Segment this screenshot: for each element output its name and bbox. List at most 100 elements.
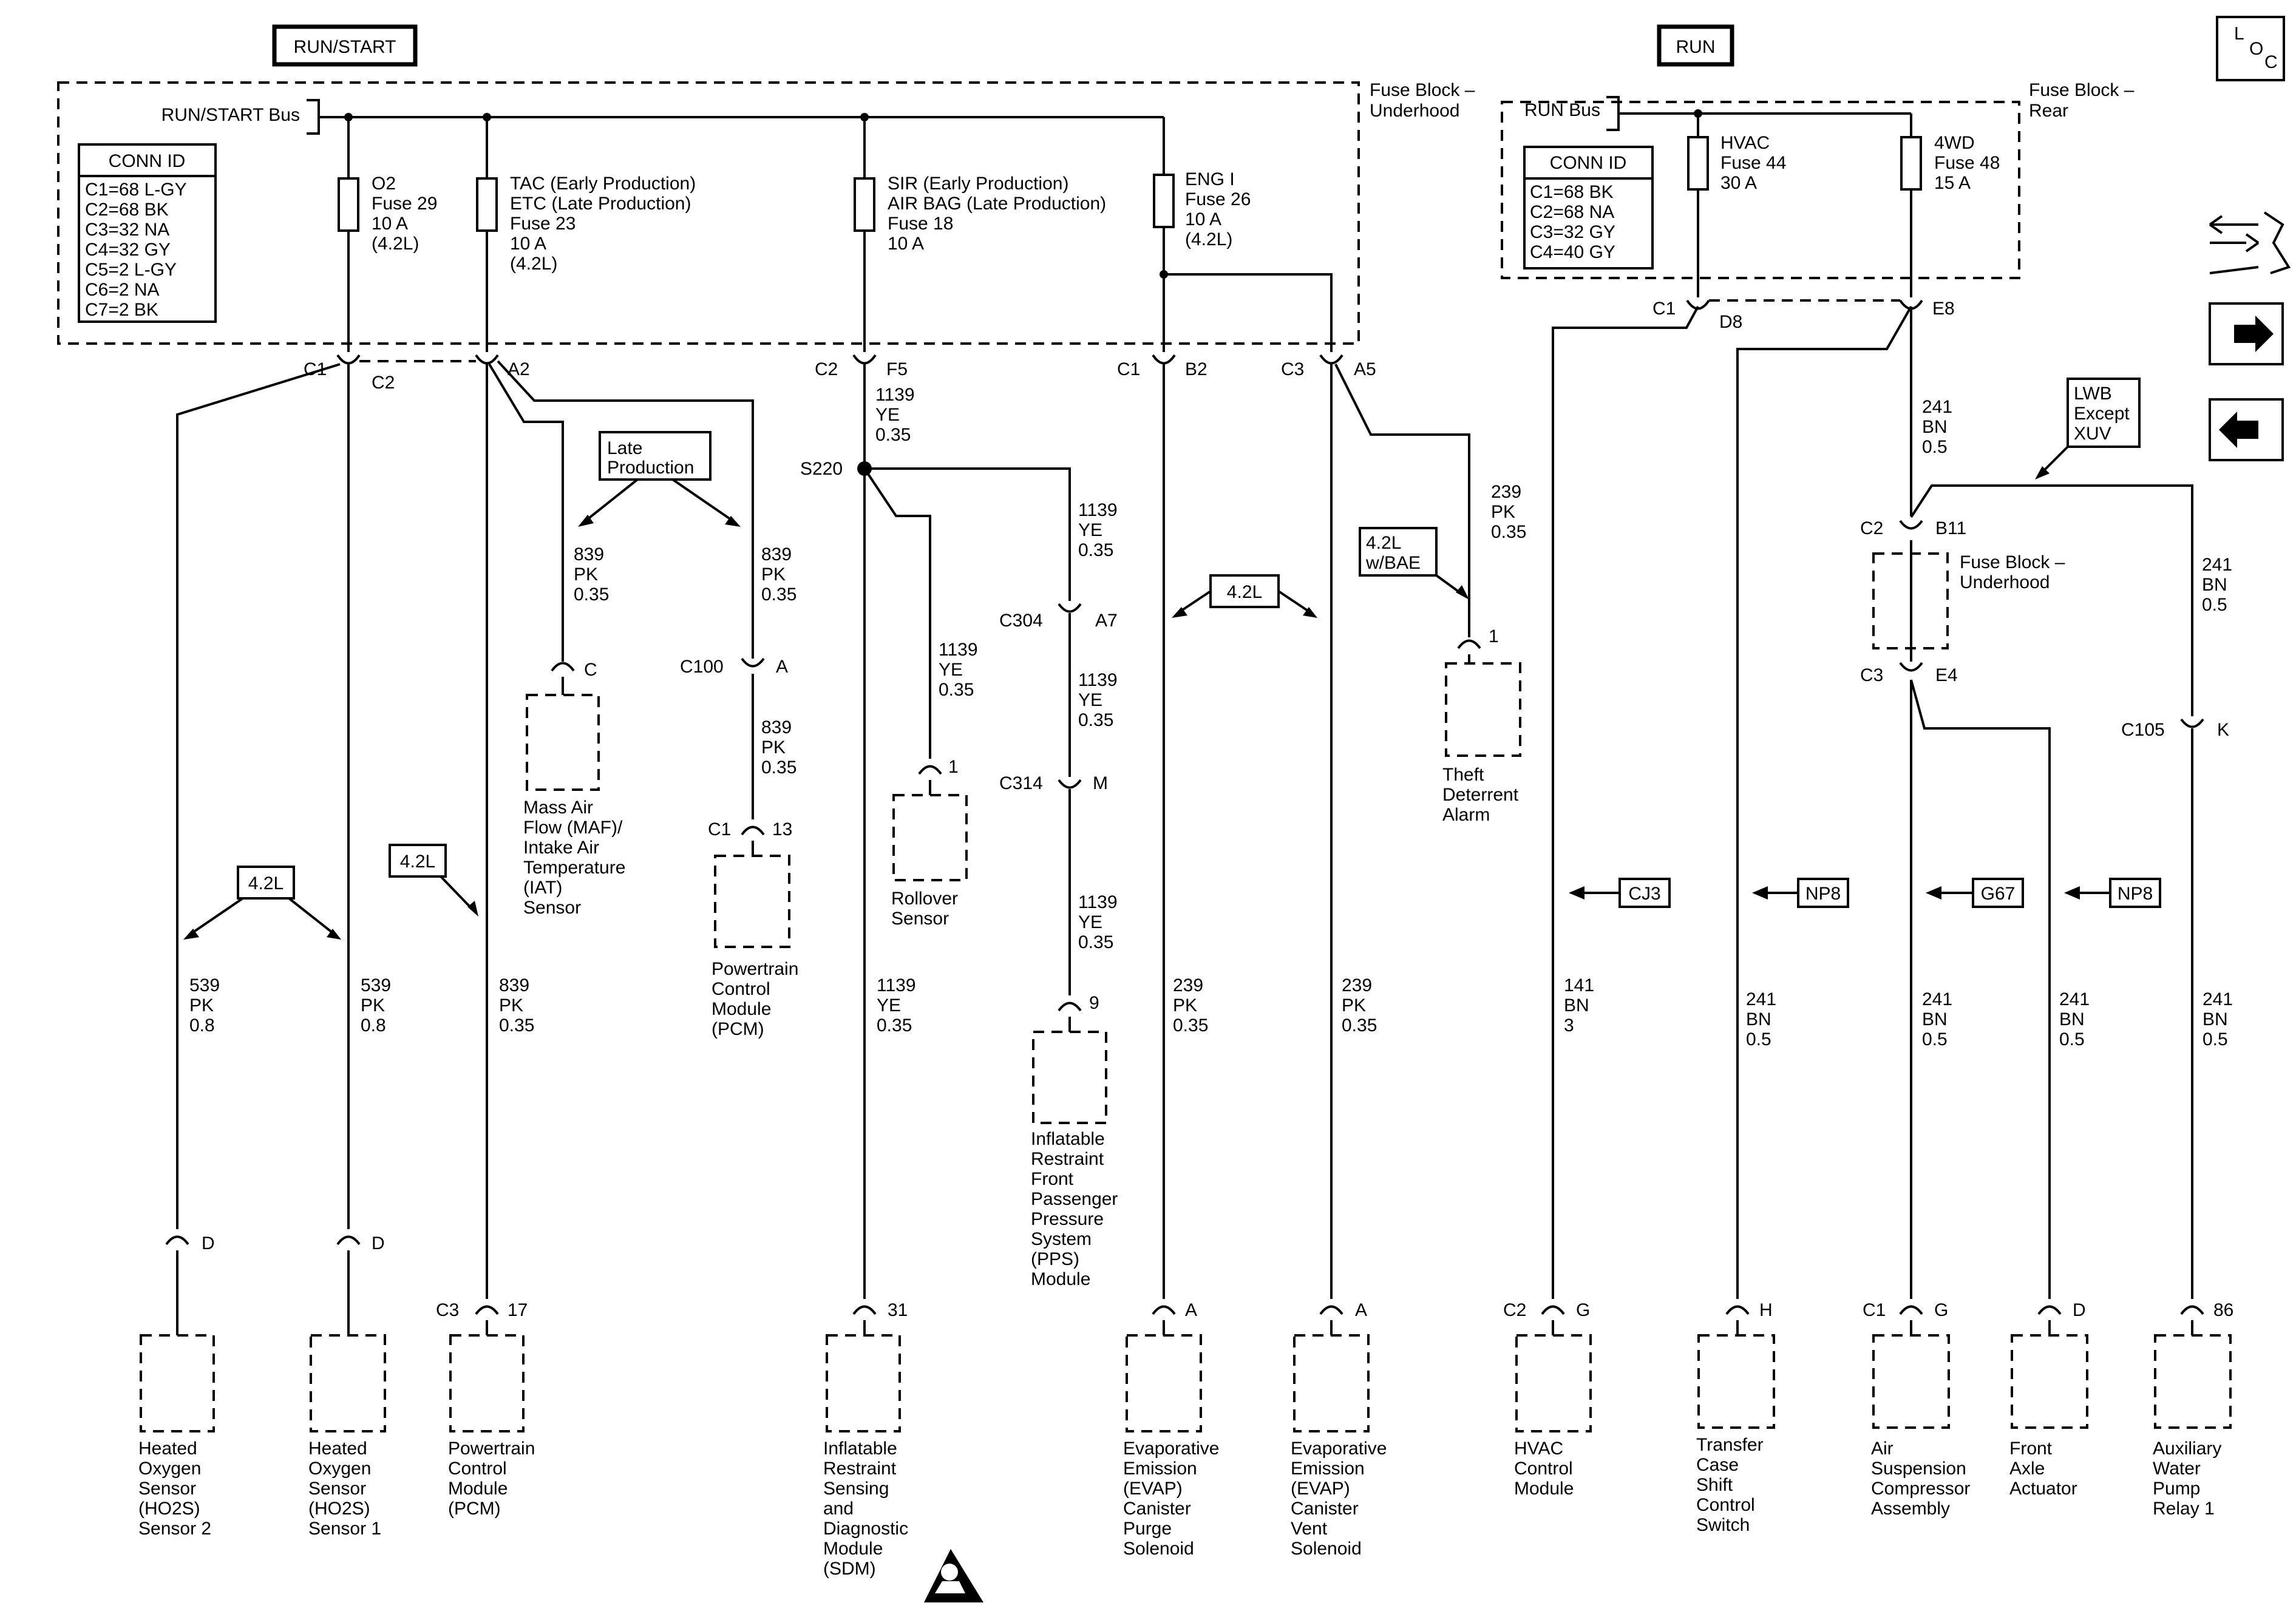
aux-water-pump-relay: 86 Auxiliary Water Pump Relay 1 (2153, 1300, 2233, 1519)
svg-text:0.5: 0.5 (2202, 595, 2227, 615)
svg-text:YE: YE (875, 405, 900, 425)
svg-text:C5=2 L-GY: C5=2 L-GY (85, 260, 177, 280)
svg-text:1: 1 (948, 757, 959, 777)
svg-text:Evaporative: Evaporative (1291, 1439, 1387, 1459)
fuse-hvac: HVAC Fuse 44 30 A (1687, 114, 1786, 297)
run-header: RUN (1657, 24, 1734, 67)
svg-text:Fuse 48: Fuse 48 (1934, 153, 2000, 173)
svg-text:0.35: 0.35 (1491, 522, 1526, 542)
svg-text:(PPS): (PPS) (1031, 1249, 1079, 1269)
fuse-o2: O2 Fuse 29 10 A (4.2L) (338, 117, 437, 352)
svg-text:Actuator: Actuator (2009, 1479, 2077, 1499)
wire-label-241-e: 241 BN 0.5 (2059, 989, 2090, 1049)
svg-text:0.35: 0.35 (1078, 710, 1113, 730)
svg-text:1: 1 (1489, 626, 1499, 646)
next-page-icon[interactable] (2209, 302, 2284, 365)
svg-text:17: 17 (508, 1300, 528, 1320)
fuse-4wd: 4WD Fuse 48 15 A (1900, 114, 2000, 297)
svg-text:839: 839 (574, 544, 604, 564)
svg-text:539: 539 (361, 975, 391, 995)
svg-text:1139: 1139 (939, 640, 978, 660)
svg-text:(HO2S): (HO2S) (138, 1499, 200, 1519)
previous-page-icon[interactable] (2209, 398, 2284, 461)
svg-text:Solenoid: Solenoid (1291, 1539, 1362, 1559)
svg-text:YE: YE (877, 995, 901, 1015)
svg-text:SIR (Early Production): SIR (Early Production) (888, 174, 1068, 194)
svg-text:PK: PK (1173, 995, 1197, 1015)
svg-text:9: 9 (1089, 993, 1099, 1013)
svg-text:0.35: 0.35 (1078, 540, 1113, 560)
fuse-eng: ENG I Fuse 26 10 A (4.2L) (1153, 117, 1333, 352)
svg-text:C100: C100 (680, 657, 724, 677)
svg-text:G: G (1576, 1300, 1590, 1320)
pcm-top-component: C1 13 Powertrain Control Module (PCM) (708, 819, 798, 1039)
svg-text:PK: PK (574, 564, 598, 585)
svg-text:(4.2L): (4.2L) (372, 234, 419, 254)
svg-text:O2: O2 (372, 174, 396, 194)
conn-label-c2b: C2 (815, 359, 838, 379)
svg-text:B11: B11 (1935, 518, 1966, 538)
svg-text:0.35: 0.35 (761, 758, 796, 778)
fuse-tac: TAC (Early Production) ETC (Late Product… (476, 117, 696, 352)
svg-text:4.2L: 4.2L (400, 852, 435, 872)
svg-text:839: 839 (761, 717, 792, 737)
option-box-late-production: Late Production (578, 431, 741, 527)
svg-text:Control: Control (1514, 1459, 1573, 1479)
connector-c304: C304 A7 (999, 603, 1118, 777)
svg-text:TAC (Early Production): TAC (Early Production) (510, 174, 696, 194)
svg-text:A: A (776, 657, 788, 677)
svg-text:Axle: Axle (2009, 1459, 2045, 1479)
svg-text:Inflatable: Inflatable (823, 1439, 897, 1459)
svg-text:CONN ID: CONN ID (109, 151, 186, 171)
svg-text:1139: 1139 (1078, 892, 1118, 912)
svg-text:Emission: Emission (1291, 1459, 1365, 1479)
svg-text:30 A: 30 A (1720, 173, 1757, 193)
svg-text:C4=32 GY: C4=32 GY (85, 240, 171, 260)
svg-text:241: 241 (2202, 555, 2232, 575)
svg-text:XUV: XUV (2074, 424, 2111, 444)
airbag-warning-icon (924, 1549, 983, 1602)
ho2s-sensor-2: D Heated Oxygen Sensor (HO2S) Sensor 2 (138, 1233, 215, 1539)
run-bus-label: RUN Bus (1524, 96, 1620, 131)
svg-text:w/BAE: w/BAE (1365, 553, 1421, 573)
option-arrow-cj3: CJ3 (1569, 878, 1671, 908)
fuse-sir: SIR (Early Production) AIR BAG (Late Pro… (854, 117, 1106, 352)
svg-text:0.35: 0.35 (761, 585, 796, 605)
svg-text:Purge: Purge (1123, 1519, 1172, 1539)
svg-text:0.5: 0.5 (1922, 1029, 1948, 1049)
svg-text:L: L (2234, 24, 2244, 44)
wire-tac-to-pcm-c1 (497, 360, 754, 656)
sdm-module: 31 Inflatable Restraint Sensing and Diag… (823, 1300, 908, 1579)
svg-text:Sensor: Sensor (138, 1479, 196, 1499)
svg-text:(4.2L): (4.2L) (1185, 229, 1232, 249)
svg-text:Diagnostic: Diagnostic (823, 1519, 908, 1539)
svg-text:10 A: 10 A (510, 234, 546, 254)
svg-text:D: D (372, 1233, 385, 1253)
wire-label-239-a: 239 PK 0.35 (1491, 482, 1526, 542)
svg-text:BN: BN (1922, 417, 1948, 437)
connector-c100: C100 A (680, 643, 788, 819)
fuse-block-rear-outline (1501, 101, 2020, 279)
svg-text:4.2L: 4.2L (248, 873, 284, 893)
svg-text:241: 241 (1922, 989, 1952, 1009)
svg-text:YE: YE (1078, 520, 1102, 540)
svg-text:BN: BN (2203, 1009, 2228, 1029)
svg-text:3: 3 (1564, 1015, 1574, 1036)
front-axle-actuator: D Front Axle Actuator (2009, 1300, 2088, 1499)
svg-text:239: 239 (1342, 975, 1372, 995)
svg-text:0.35: 0.35 (875, 425, 911, 445)
svg-text:1139: 1139 (1078, 500, 1118, 520)
hvac-control-module: C2 G HVAC Control Module (1503, 1300, 1592, 1499)
svg-text:RUN Bus: RUN Bus (1524, 100, 1600, 120)
wire-to-aux-pump (1910, 484, 2193, 716)
svg-text:YE: YE (1078, 690, 1102, 710)
svg-text:C: C (2264, 52, 2278, 72)
connector-c314: C314 M (999, 773, 1108, 995)
svg-text:Restraint: Restraint (823, 1459, 897, 1479)
wire-label-1139-e: 1139 YE 0.35 (1078, 892, 1118, 952)
svg-text:BN: BN (2202, 575, 2227, 595)
wire-label-839-c: 839 PK 0.35 (499, 975, 534, 1036)
svg-text:Mass Air: Mass Air (523, 798, 593, 818)
svg-text:0.5: 0.5 (2059, 1029, 2085, 1049)
